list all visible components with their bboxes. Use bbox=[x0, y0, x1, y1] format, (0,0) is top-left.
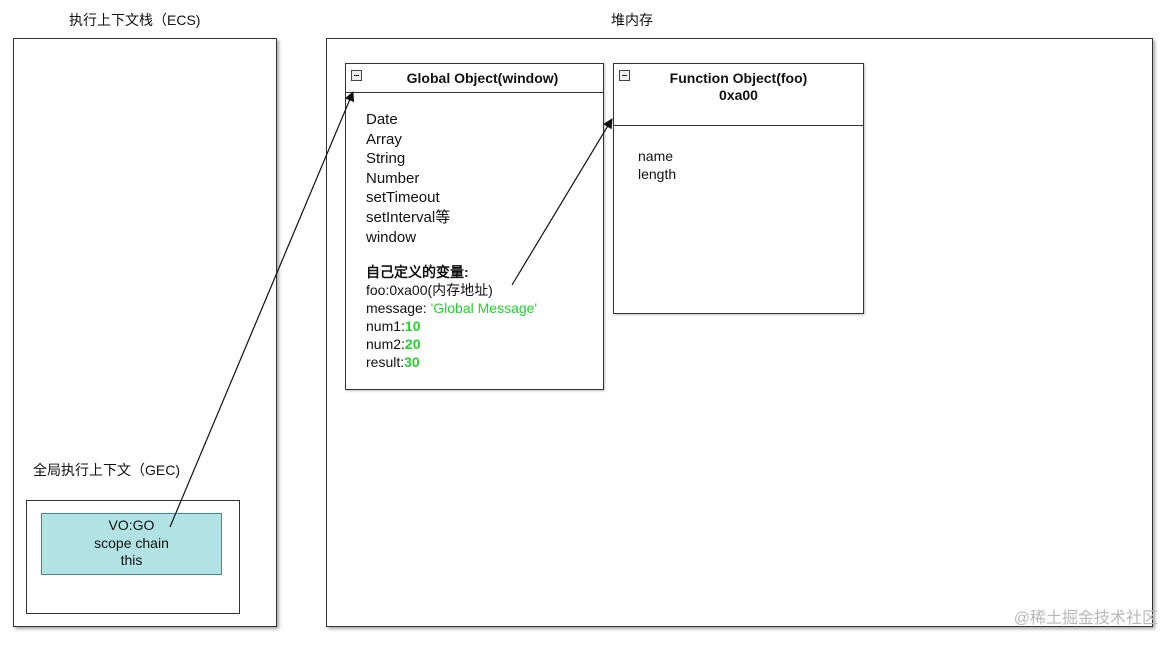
var-name: foo: bbox=[366, 282, 390, 298]
this-line: this bbox=[120, 552, 143, 568]
builtin-item: Array bbox=[366, 130, 402, 148]
var-row: result:30 bbox=[366, 353, 537, 371]
var-value: 0xa00(内存地址) bbox=[389, 282, 493, 298]
builtins-list: Date Array String Number setTimeout setI… bbox=[366, 110, 450, 247]
var-value: 30 bbox=[404, 354, 420, 370]
global-object-header: Global Object(window) bbox=[346, 64, 603, 93]
vo-box: VO:GO scope chain this bbox=[41, 513, 222, 575]
vo-line: VO:GO bbox=[108, 517, 155, 533]
vo-to-global-arrow bbox=[169, 91, 355, 528]
var-name: num1: bbox=[366, 318, 405, 334]
foo-to-function-arrow bbox=[511, 118, 613, 286]
builtin-item: setInterval等 bbox=[366, 208, 451, 226]
prop-item: name bbox=[638, 148, 674, 164]
builtin-item: Date bbox=[366, 111, 398, 128]
var-name: result: bbox=[366, 354, 405, 370]
var-value: 'Global Message' bbox=[430, 300, 538, 316]
function-props: name length bbox=[638, 147, 676, 183]
var-name: message: bbox=[366, 300, 431, 316]
ecs-title: 执行上下文栈（ECS) bbox=[69, 12, 201, 28]
var-row: num2:20 bbox=[366, 335, 537, 353]
function-object-box: Function Object(foo) 0xa00 name length bbox=[613, 63, 864, 314]
var-value: 10 bbox=[404, 318, 421, 334]
gec-title: 全局执行上下文（GEC) bbox=[33, 462, 180, 478]
var-row: foo:0xa00(内存地址) bbox=[366, 281, 537, 299]
custom-vars: 自己定义的变量: foo:0xa00(内存地址) message: 'Globa… bbox=[366, 263, 537, 371]
var-value: 20 bbox=[404, 336, 421, 352]
function-object-header: Function Object(foo) 0xa00 bbox=[614, 64, 863, 126]
heap-title: 堆内存 bbox=[611, 12, 653, 28]
prop-item: length bbox=[638, 166, 677, 182]
collapse-icon[interactable] bbox=[619, 70, 630, 81]
global-object-box: Global Object(window) Date Array String … bbox=[345, 63, 604, 390]
builtin-item: String bbox=[366, 150, 406, 168]
watermark: @稀土掘金技术社区 bbox=[1013, 610, 1158, 627]
builtin-item: window bbox=[366, 228, 417, 246]
function-object-title: Function Object(foo) bbox=[669, 70, 808, 86]
function-object-address: 0xa00 bbox=[719, 87, 758, 103]
var-row: num1:10 bbox=[366, 317, 537, 335]
custom-vars-heading: 自己定义的变量: bbox=[366, 264, 469, 280]
scope-chain-line: scope chain bbox=[94, 534, 169, 551]
global-object-title: Global Object(window) bbox=[406, 70, 559, 86]
builtin-item: Number bbox=[366, 169, 420, 187]
var-row: message: 'Global Message' bbox=[366, 299, 537, 317]
builtin-item: setTimeout bbox=[366, 189, 440, 207]
collapse-icon[interactable] bbox=[351, 70, 362, 81]
var-name: num2: bbox=[366, 336, 405, 352]
